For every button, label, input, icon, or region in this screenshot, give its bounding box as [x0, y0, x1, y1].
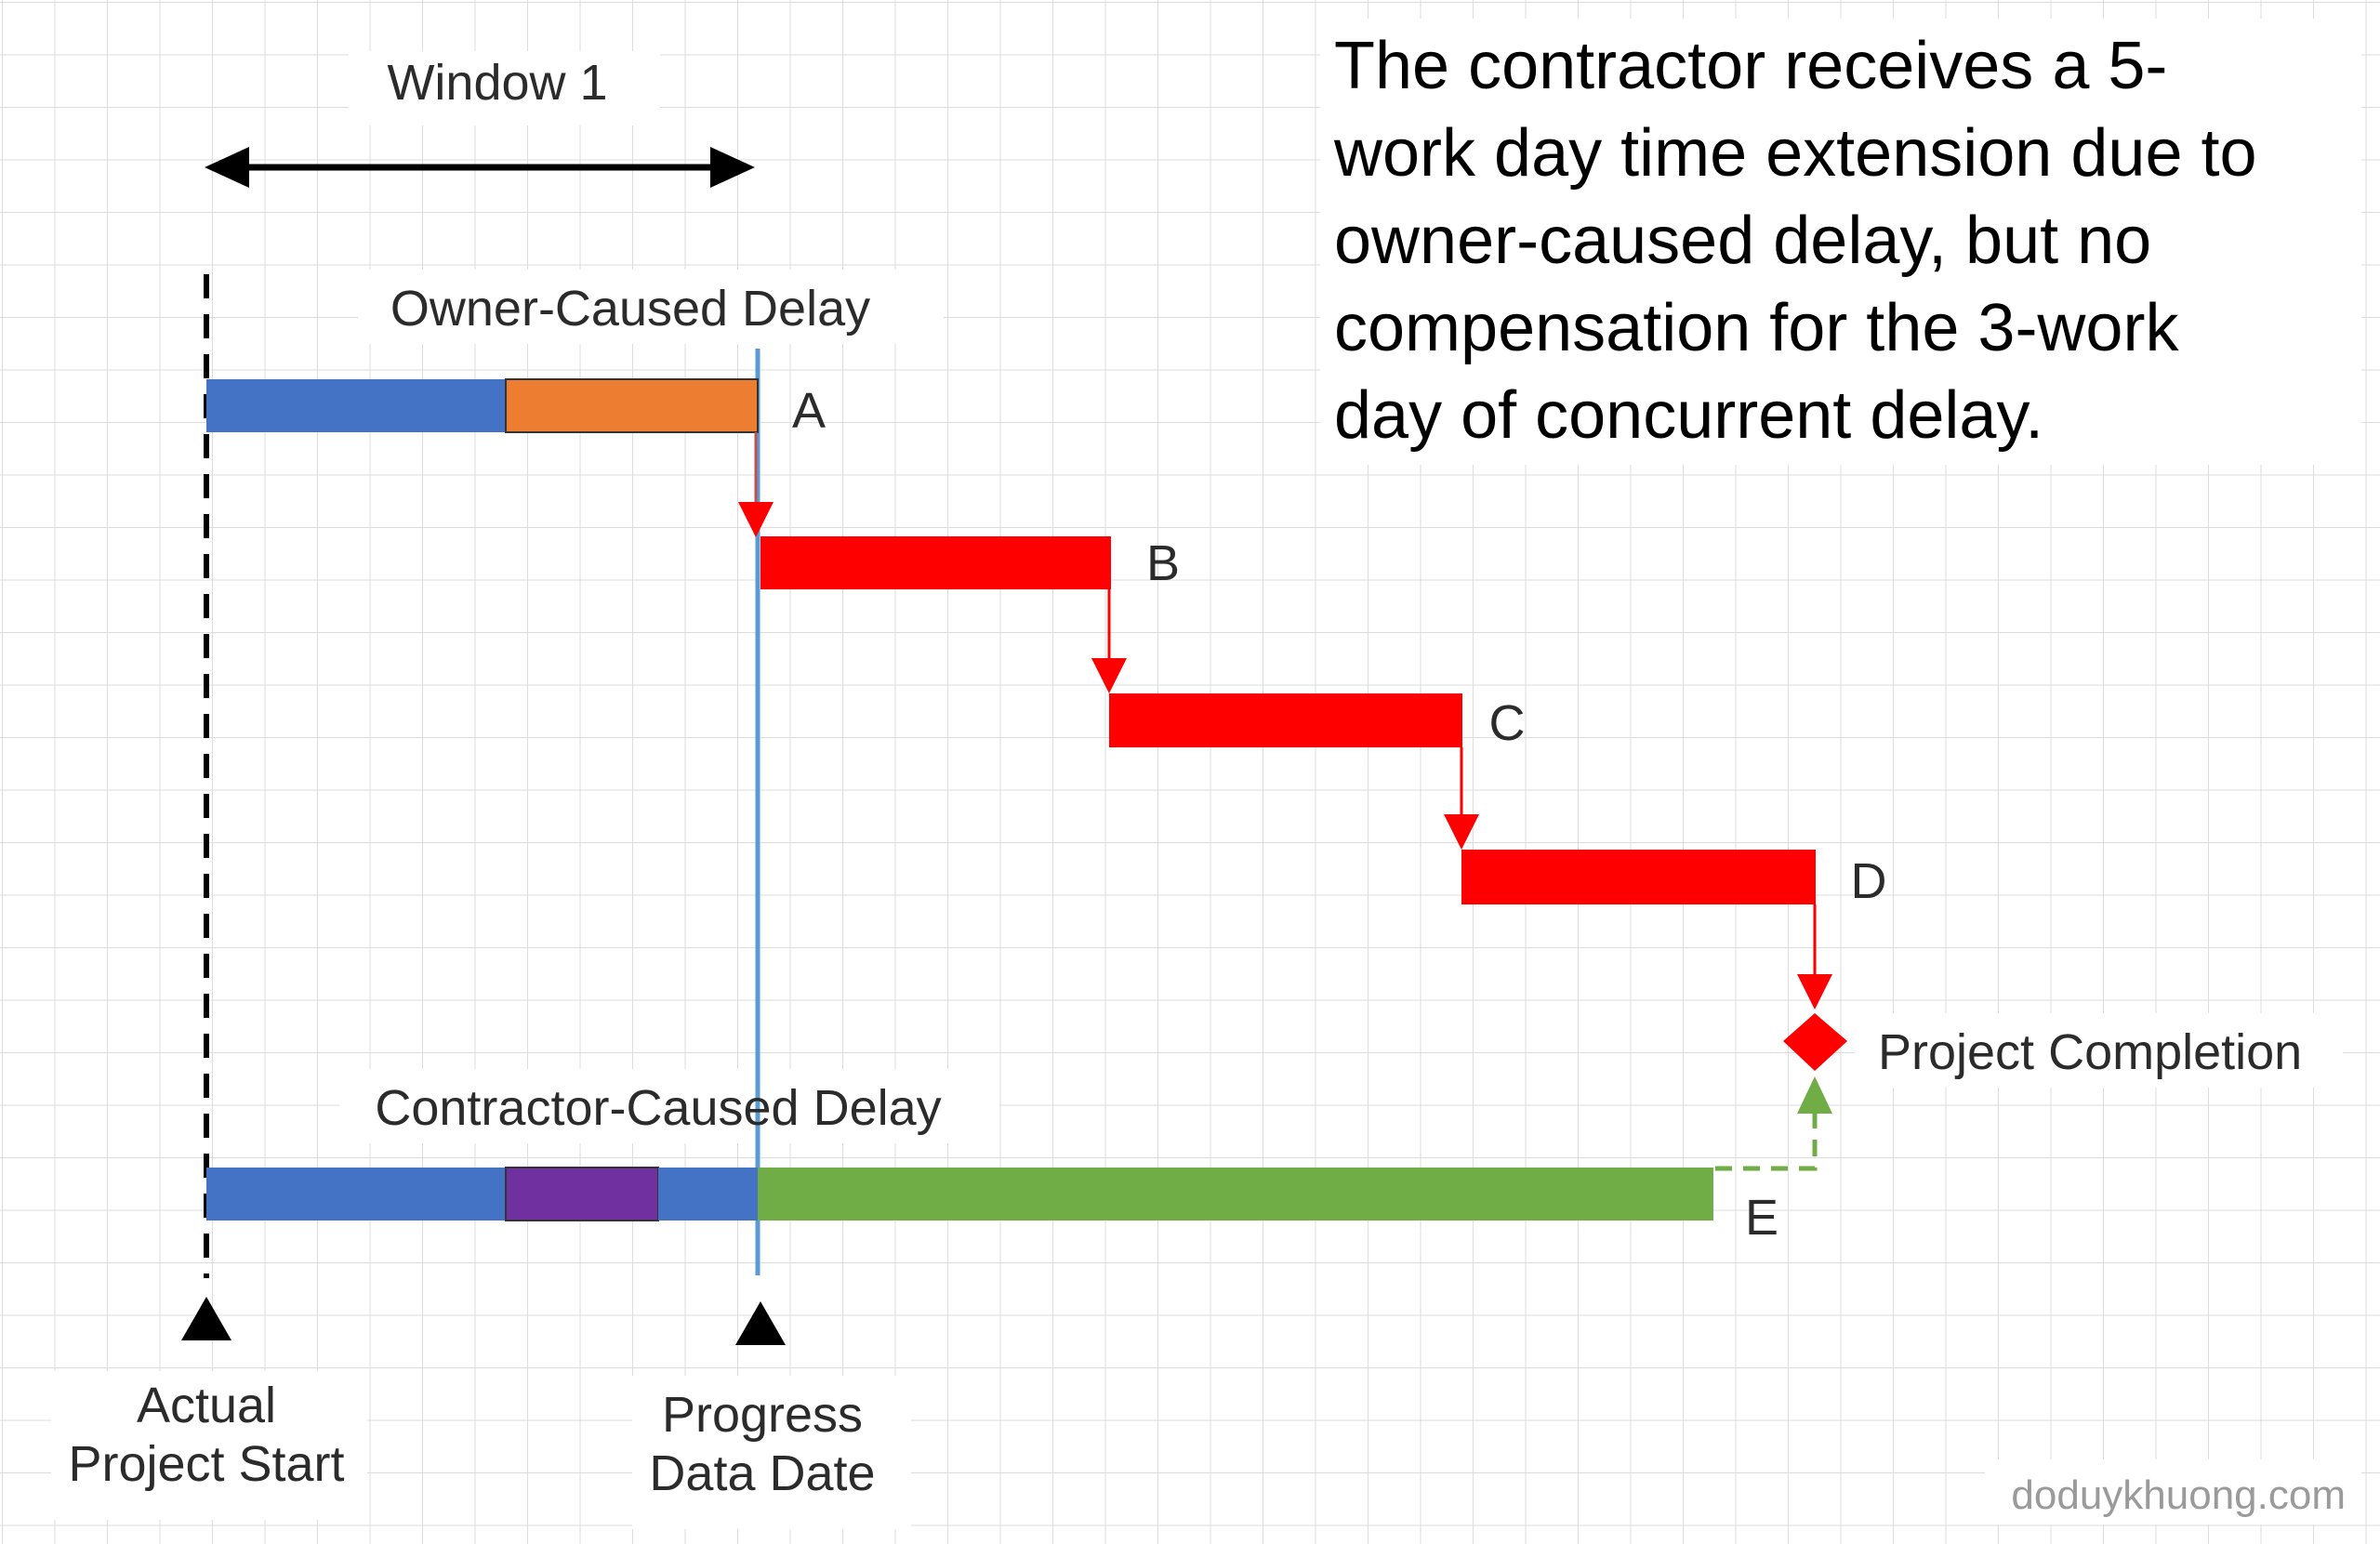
data-date-marker	[735, 1301, 786, 1345]
caption-backing	[1320, 19, 2361, 465]
connector-d-completion	[1797, 904, 1832, 1010]
activity-b-label: B	[1146, 535, 1180, 591]
activity-e-label: E	[1745, 1190, 1778, 1246]
activity-d-label: D	[1851, 853, 1887, 909]
activity-e-bar	[206, 1167, 1713, 1221]
datadate-label-backing	[632, 1376, 911, 1529]
activity-a-label: A	[792, 383, 826, 439]
owner-delay-label: Owner-Caused Delay	[390, 281, 870, 337]
contractor-delay-label: Contractor-Caused Delay	[375, 1080, 941, 1136]
watermark-text: doduykhuong.com	[2011, 1472, 2346, 1518]
activity-e-baseline-left	[206, 1168, 506, 1221]
window-label: Window 1	[387, 55, 607, 111]
caption-line-4: compensation for the 3-work	[1334, 291, 2179, 365]
activity-b-bar	[760, 536, 1111, 589]
activity-c-bar	[1109, 693, 1462, 747]
activity-e-contractor-delay-segment	[505, 1167, 659, 1221]
window-arrow	[205, 147, 755, 188]
activity-a-baseline-segment	[206, 379, 506, 432]
owner-label-backing	[358, 270, 944, 344]
caption-text: The contractor receives a 5- work day ti…	[1333, 29, 2257, 453]
start-label-backing	[51, 1371, 367, 1520]
activity-a-owner-delay-segment	[505, 378, 759, 433]
connector-b-c	[1091, 589, 1127, 693]
project-start-label-line2: Project Start	[68, 1436, 344, 1492]
window-label-backing	[349, 51, 660, 125]
project-completion-milestone	[1783, 1013, 1847, 1071]
connector-e-completion	[1715, 1076, 1832, 1171]
project-start-label-line1: Actual	[137, 1378, 276, 1433]
activity-e-progress-segment	[758, 1168, 1713, 1221]
data-date-label-line1: Progress	[662, 1387, 863, 1443]
activity-d-bar	[1461, 850, 1816, 904]
connector-c-d	[1444, 747, 1479, 850]
project-start-marker	[181, 1297, 231, 1340]
watermark-backing	[1985, 1459, 2361, 1524]
contractor-label-backing	[339, 1069, 999, 1143]
connector-a-b	[738, 432, 774, 537]
data-date-label-line2: Data Date	[649, 1445, 875, 1501]
caption-line-1: The contractor receives a 5-	[1334, 29, 2167, 103]
caption-line-5: day of concurrent delay.	[1334, 378, 2043, 453]
project-completion-label: Project Completion	[1878, 1024, 2302, 1080]
activity-a-bar	[206, 378, 759, 433]
caption-line-2: work day time extension due to	[1333, 116, 2257, 191]
completion-label-backing	[1855, 1013, 2343, 1088]
activity-c-label: C	[1489, 695, 1526, 751]
activity-e-baseline-right	[658, 1168, 758, 1221]
caption-line-3: owner-caused delay, but no	[1334, 204, 2151, 278]
